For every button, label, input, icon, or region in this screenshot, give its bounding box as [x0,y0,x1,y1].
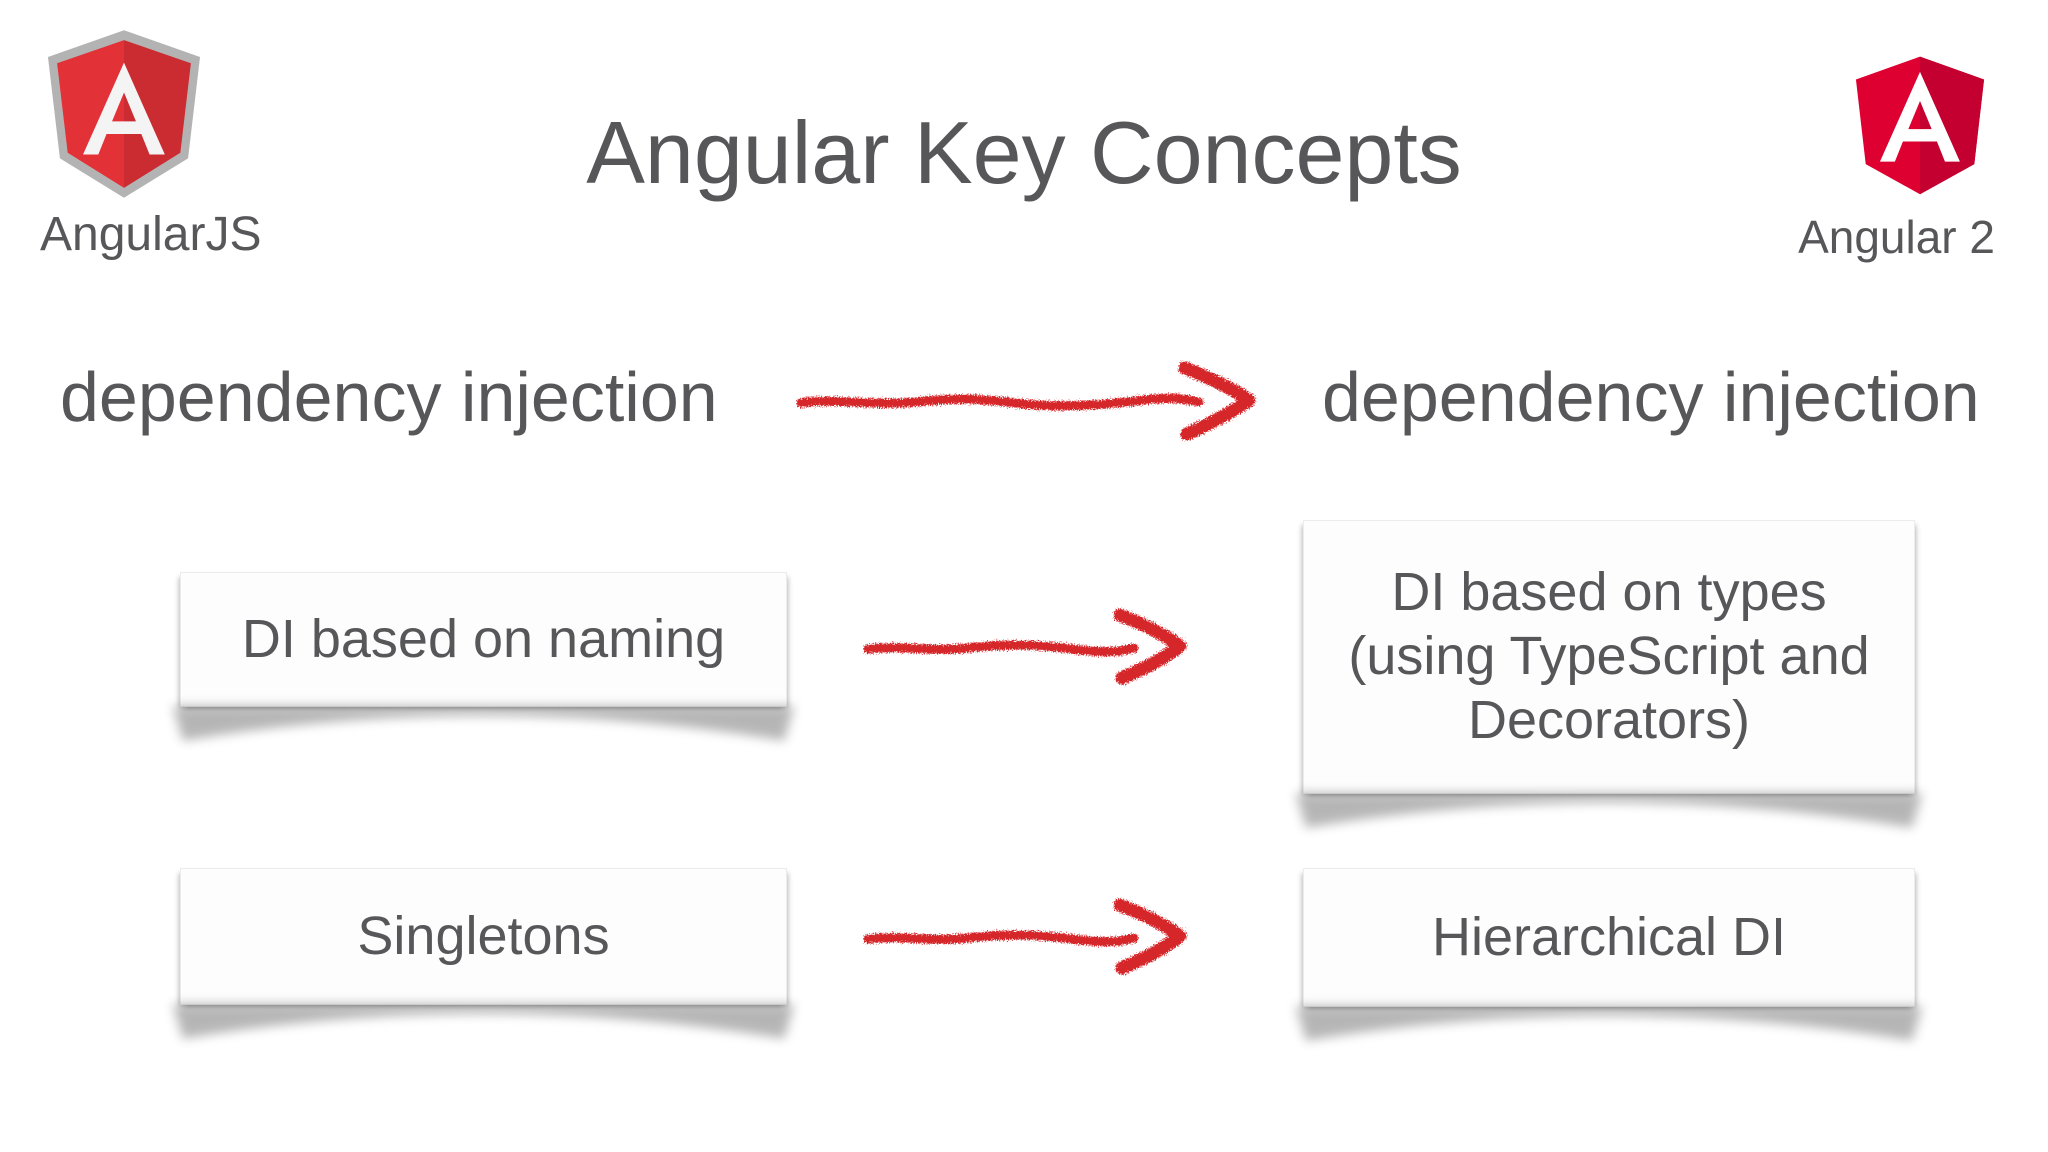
box-text: Singletons [357,905,610,966]
page-title: Angular Key Concepts [586,102,1462,202]
red-arrow-icon [863,898,1187,975]
box-singletons: Singletons [172,868,795,1039]
box-text: DI based on types (using TypeScript and … [1348,562,1870,750]
box-di-based-on-types: DI based on types (using TypeScript and … [1295,520,1923,828]
angular2-label: Angular 2 [1798,211,1995,263]
angular2-shield-icon [1855,56,1985,195]
box-curved-shadow [172,706,795,741]
angularjs-label: AngularJS [40,208,262,261]
box-text: DI based on naming [241,608,726,669]
box-curved-shadow [172,1004,795,1039]
angular2-concept-dependency-injection: dependency injection [1322,358,1980,436]
box-text: Hierarchical DI [1431,906,1787,967]
box-curved-shadow [1295,793,1923,828]
box-curved-shadow [1295,1006,1923,1041]
red-arrow-icon [796,361,1256,441]
box-di-based-on-naming: DI based on naming [172,572,795,741]
angularjs-logo [36,8,212,220]
box-hierarchical-di: Hierarchical DI [1295,868,1923,1041]
angular2-logo [1834,26,2006,218]
angularjs-shield-icon [47,30,201,198]
angularjs-concept-dependency-injection: dependency injection [60,358,718,436]
red-arrow-icon [863,608,1187,685]
